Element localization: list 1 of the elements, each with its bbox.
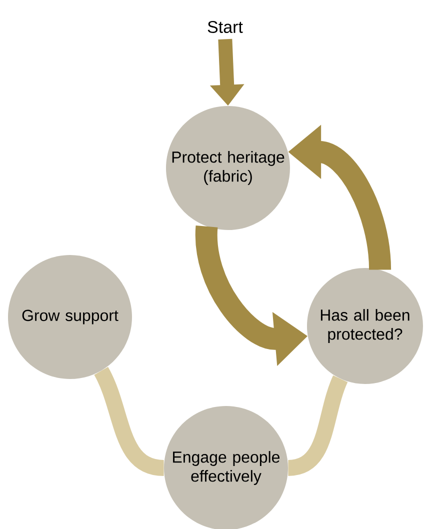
start-label: Start [208, 20, 243, 34]
